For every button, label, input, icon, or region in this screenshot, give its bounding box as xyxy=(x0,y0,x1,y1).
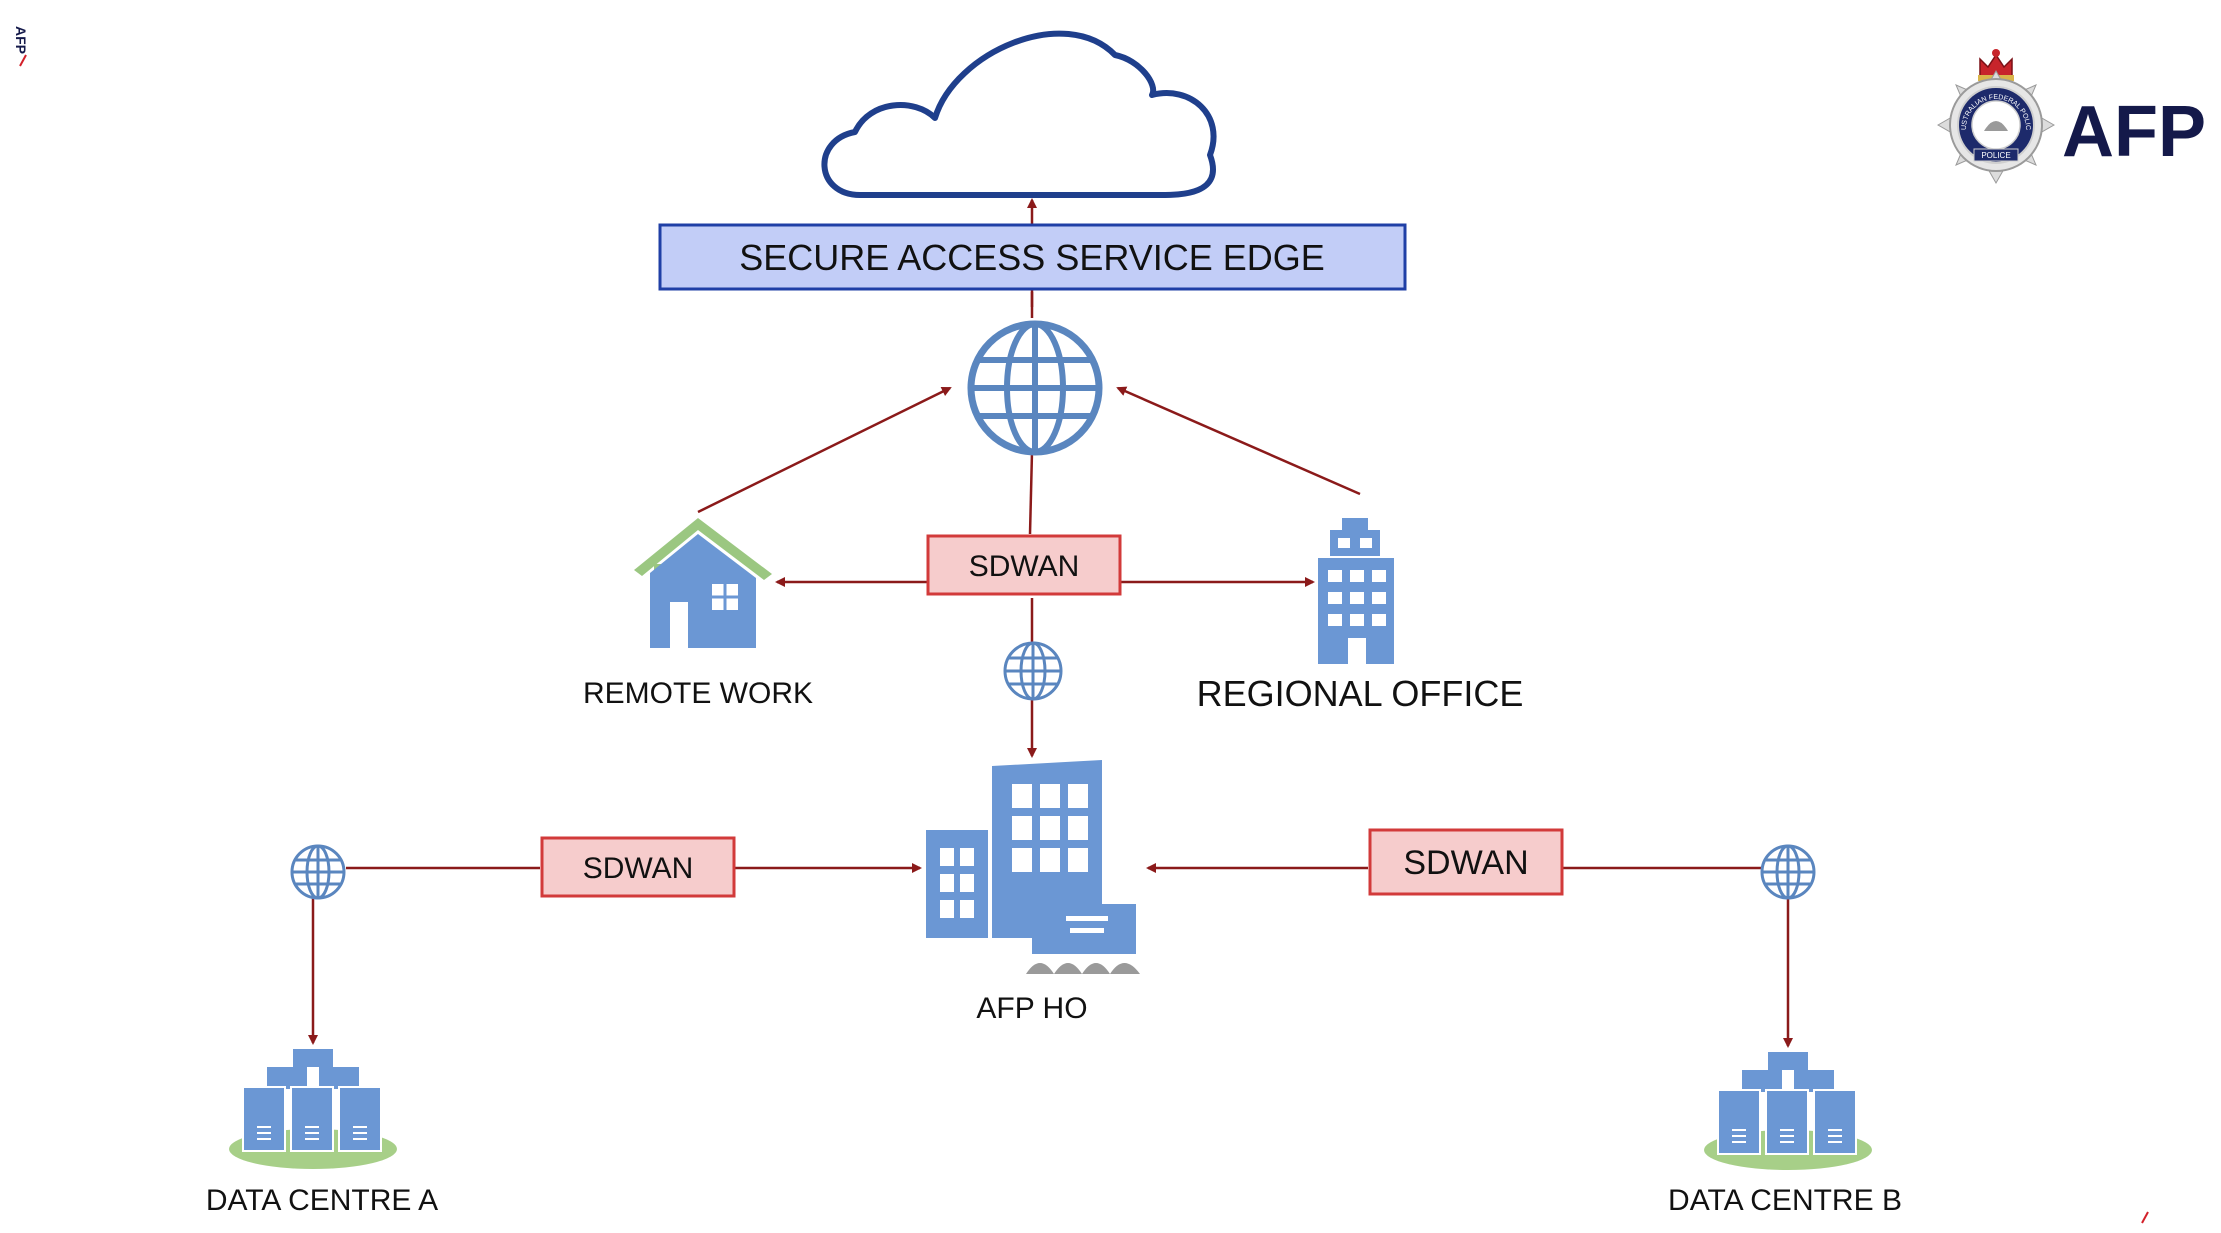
dca-globe-icon xyxy=(290,844,346,900)
badge-ribbon-text: POLICE xyxy=(1981,151,2010,160)
sase-label: SECURE ACCESS SERVICE EDGE xyxy=(739,237,1325,278)
police-badge-icon: POLICE AUSTRALIAN FEDERAL POLICE xyxy=(1936,49,2056,185)
corner-slash xyxy=(2141,1211,2149,1224)
sdwan-left-box: SDWAN xyxy=(540,836,736,898)
sdwan-top-label: SDWAN xyxy=(969,550,1080,583)
internet-to-sdwan-line xyxy=(1028,451,1034,535)
dcb-globe-icon xyxy=(1760,844,1816,900)
regional-office-label: REGIONAL OFFICE xyxy=(1197,673,1524,714)
remote-to-internet-arrow xyxy=(697,386,952,514)
svg-text:AFP: AFP xyxy=(13,26,29,54)
sdwan-top-box: SDWAN xyxy=(926,534,1122,596)
regional-to-internet-arrow xyxy=(1116,386,1361,496)
data-centre-a-icon xyxy=(229,1049,397,1169)
remote-work-label: REMOTE WORK xyxy=(583,677,813,710)
afp-hq-label: AFP HO xyxy=(976,992,1087,1025)
cloud-icon xyxy=(821,30,1217,198)
hq-globe-icon xyxy=(1003,641,1063,701)
sase-box: SECURE ACCESS SERVICE EDGE xyxy=(658,223,1407,291)
house-icon xyxy=(634,518,772,648)
sdwan-right-box: SDWAN xyxy=(1368,828,1564,896)
sdwan-left-label: SDWAN xyxy=(583,852,694,885)
afp-logo: POLICE AUSTRALIAN FEDERAL POLICE AFP xyxy=(1936,49,2206,185)
sdwan-right-label: SDWAN xyxy=(1403,844,1528,882)
data-centre-b-label: DATA CENTRE B xyxy=(1668,1184,1902,1217)
data-centre-a-label: DATA CENTRE A xyxy=(206,1184,438,1217)
side-tag-slash xyxy=(19,54,27,67)
afp-wordmark: AFP xyxy=(2062,92,2206,172)
headquarters-building-icon xyxy=(926,760,1140,974)
internet-globe-icon xyxy=(967,320,1103,456)
office-building-icon xyxy=(1318,518,1394,664)
side-tag: AFP xyxy=(13,26,29,67)
data-centre-b-icon xyxy=(1704,1052,1872,1170)
